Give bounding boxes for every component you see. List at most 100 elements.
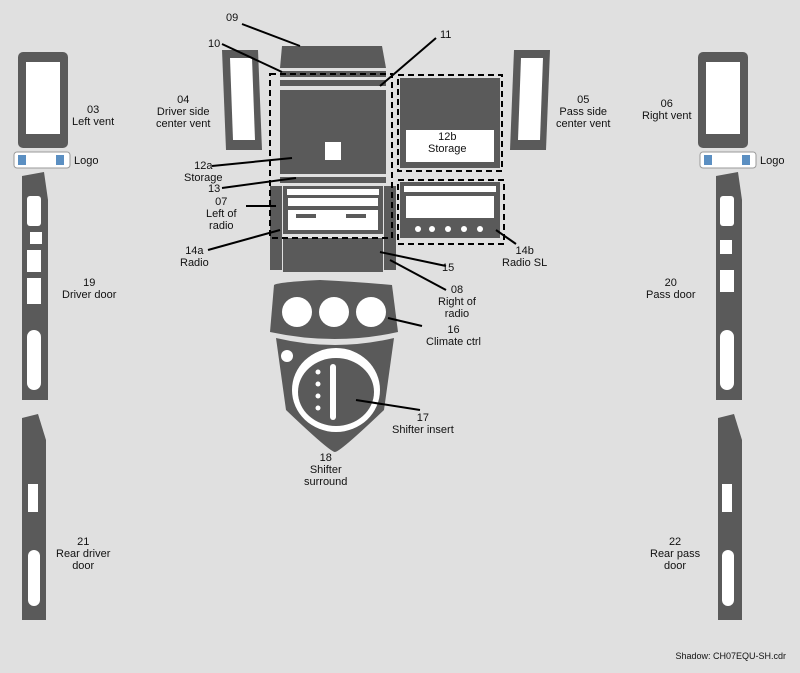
- label-18-name-line1: Shifter: [309, 464, 342, 476]
- label-17: 17 Shifter insert: [392, 412, 454, 436]
- label-14b-name: Radio SL: [502, 257, 548, 269]
- label-logo-right: Logo: [760, 155, 784, 167]
- label-20-name: Pass door: [646, 289, 696, 301]
- label-07-number: 07: [215, 196, 228, 208]
- part-05-pass-center-vent: [510, 50, 550, 150]
- label-22: 22 Rear pass door: [650, 536, 700, 572]
- label-17-number: 17: [416, 412, 429, 424]
- label-04: 04 Driver side center vent: [156, 94, 210, 130]
- label-22-number: 22: [668, 536, 682, 548]
- part-11-strip: [280, 80, 386, 86]
- label-08-name-line2: radio: [444, 308, 470, 320]
- label-07-name-line2: radio: [209, 220, 234, 232]
- label-13: 13: [208, 183, 220, 195]
- label-14a-number: 14a: [185, 245, 204, 257]
- label-19-number: 19: [83, 277, 96, 289]
- part-14b-radio-sl: [400, 182, 500, 238]
- part-13-strip: [280, 177, 386, 183]
- label-06-number: 06: [660, 98, 673, 110]
- label-14b-number: 14b: [515, 245, 534, 257]
- dashed-group-12b: [397, 74, 503, 172]
- part-03-left-vent: [18, 52, 68, 148]
- label-05-name-line2: center vent: [556, 118, 611, 130]
- part-09-top-trim: [280, 46, 386, 68]
- label-03: 03 Left vent: [72, 104, 114, 128]
- footer-filename: Shadow: CH07EQU-SH.cdr: [675, 651, 786, 661]
- label-05: 05 Pass side center vent: [556, 94, 610, 130]
- label-08: 08 Right of radio: [438, 284, 476, 320]
- part-14a-radio-panel: [283, 186, 383, 234]
- label-21-name-line1: Rear driver: [56, 548, 111, 560]
- logo-left-part: [13, 151, 71, 169]
- label-13-number: 13: [208, 183, 221, 195]
- dashed-group-14b: [397, 179, 505, 245]
- label-11: 11: [440, 29, 451, 41]
- label-logo-left-name: Logo: [74, 155, 99, 167]
- label-16: 16 Climate ctrl: [426, 324, 481, 348]
- part-17-shifter-insert: [298, 358, 374, 426]
- label-21: 21 Rear driver door: [56, 536, 110, 572]
- label-logo-right-name: Logo: [760, 155, 785, 167]
- label-04-name-line2: center vent: [156, 118, 211, 130]
- label-08-number: 08: [450, 284, 464, 296]
- part-21-rear-driver-door: [22, 414, 46, 620]
- label-20-number: 20: [664, 277, 677, 289]
- part-22-rear-pass-door: [718, 414, 742, 620]
- label-11-number: 11: [440, 29, 452, 41]
- label-09: 09: [226, 12, 238, 24]
- part-19-driver-door: [22, 172, 48, 400]
- label-05-number: 05: [577, 94, 590, 106]
- label-08-name-line1: Right of: [438, 296, 476, 308]
- label-12a-name: Storage: [184, 172, 223, 184]
- part-08-right-of-radio: [384, 186, 396, 270]
- part-16-climate-control: [270, 280, 398, 339]
- label-05-name-line1: Pass side: [559, 106, 608, 118]
- label-06: 06 Right vent: [642, 98, 692, 122]
- part-07-left-of-radio: [270, 186, 282, 270]
- label-20: 20 Pass door: [646, 277, 696, 301]
- label-10: 10: [208, 38, 220, 50]
- label-12b-name: Storage: [428, 143, 467, 155]
- part-20-pass-door: [716, 172, 742, 400]
- label-10-number: 10: [208, 38, 221, 50]
- label-06-name: Right vent: [642, 110, 692, 122]
- label-15: 15: [442, 262, 454, 274]
- label-04-name-line1: Driver side: [156, 106, 210, 118]
- label-18-name-line2: surround: [304, 476, 348, 488]
- label-22-name-line1: Rear pass: [650, 548, 701, 560]
- label-14b: 14b Radio SL: [502, 245, 547, 269]
- label-21-name-line2: door: [72, 560, 95, 572]
- label-16-name: Climate ctrl: [426, 336, 482, 348]
- label-03-number: 03: [86, 104, 100, 116]
- label-14a-name: Radio: [180, 257, 209, 269]
- label-16-number: 16: [447, 324, 460, 336]
- part-06-right-vent: [698, 52, 748, 148]
- label-22-name-line2: door: [664, 560, 687, 572]
- label-03-name: Left vent: [72, 116, 115, 128]
- label-19: 19 Driver door: [62, 277, 116, 301]
- part-12a-storage-panel: [280, 90, 386, 174]
- label-12b: 12b Storage: [428, 131, 467, 155]
- label-12a: 12a Storage: [184, 160, 223, 184]
- label-logo-left: Logo: [74, 155, 98, 167]
- label-15-number: 15: [442, 262, 455, 274]
- logo-right-part: [699, 151, 757, 169]
- label-17-name: Shifter insert: [392, 424, 454, 436]
- label-07-name-line1: Left of: [206, 208, 237, 220]
- label-12a-number: 12a: [194, 160, 213, 172]
- label-04-number: 04: [177, 94, 190, 106]
- part-15-lower-panel: [283, 238, 383, 272]
- label-09-number: 09: [226, 12, 239, 24]
- label-12b-number: 12b: [438, 131, 457, 143]
- part-04-driver-center-vent: [222, 50, 262, 150]
- dashed-group-left: [269, 73, 393, 239]
- part-12b-storage: [400, 78, 500, 168]
- label-14a: 14a Radio: [180, 245, 209, 269]
- leader-lines: [207, 23, 517, 411]
- label-19-name: Driver door: [62, 289, 117, 301]
- label-18: 18 Shifter surround: [304, 452, 347, 488]
- label-07: 07 Left of radio: [206, 196, 237, 232]
- label-18-number: 18: [319, 452, 332, 464]
- label-21-number: 21: [77, 536, 90, 548]
